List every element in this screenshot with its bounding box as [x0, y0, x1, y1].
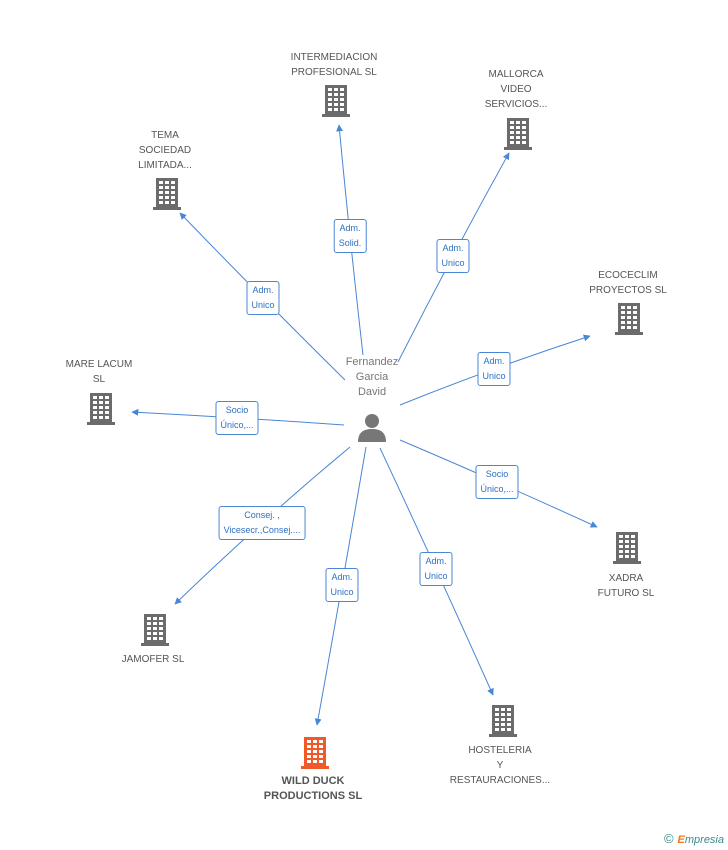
building-icon[interactable] — [613, 301, 645, 335]
building-icon[interactable] — [611, 530, 643, 564]
building-icon[interactable] — [502, 116, 534, 150]
role-label-wildduck[interactable]: Adm. Unico — [325, 568, 359, 602]
role-label-xadra[interactable]: Socio Único,... — [475, 465, 519, 499]
role-label-intermediacion[interactable]: Adm. Solid. — [333, 219, 367, 253]
person-icon[interactable] — [357, 412, 387, 442]
role-label-hosteleria[interactable]: Adm. Unico — [419, 552, 453, 586]
role-label-tema[interactable]: Adm. Unico — [246, 281, 280, 315]
brand-name: mpresia — [684, 834, 724, 846]
company-label-tema[interactable]: TEMA SOCIEDAD LIMITADA... — [138, 130, 192, 171]
company-label-wildduck[interactable]: WILD DUCK PRODUCTIONS SL — [263, 775, 363, 802]
building-icon[interactable] — [487, 703, 519, 737]
role-label-mallorca[interactable]: Adm. Unico — [436, 239, 470, 273]
company-label-xadra[interactable]: XADRA FUTURO SL — [597, 573, 655, 599]
building-icon[interactable] — [85, 391, 117, 425]
copyright-icon: © — [663, 831, 674, 846]
company-label-ecoceclim[interactable]: ECOCECLIM PROYECTOS SL — [589, 270, 667, 296]
role-label-ecoceclim[interactable]: Adm. Unico — [477, 352, 511, 386]
company-label-intermediacion[interactable]: INTERMEDIACION PROFESIONAL SL — [290, 52, 378, 78]
building-icon[interactable] — [320, 83, 352, 117]
role-label-jamofer[interactable]: Consej. , Vicesecr.,Consej.... — [218, 506, 306, 540]
empresia-brand[interactable]: ©Empresia — [664, 831, 724, 846]
building-icon[interactable] — [151, 176, 183, 210]
building-icon[interactable] — [299, 735, 331, 769]
role-label-mare[interactable]: Socio Único,... — [215, 401, 259, 435]
company-label-jamofer[interactable]: JAMOFER SL — [121, 654, 185, 665]
company-label-mare[interactable]: MARE LACUM SL — [65, 359, 133, 385]
person-name[interactable]: Fernandez Garcia David — [345, 356, 399, 398]
company-label-mallorca[interactable]: MALLORCA VIDEO SERVICIOS... — [484, 69, 548, 110]
brand-initial: E — [677, 834, 685, 846]
company-label-hosteleria[interactable]: HOSTELERIA Y RESTAURACIONES... — [449, 745, 551, 786]
building-icon[interactable] — [139, 612, 171, 646]
